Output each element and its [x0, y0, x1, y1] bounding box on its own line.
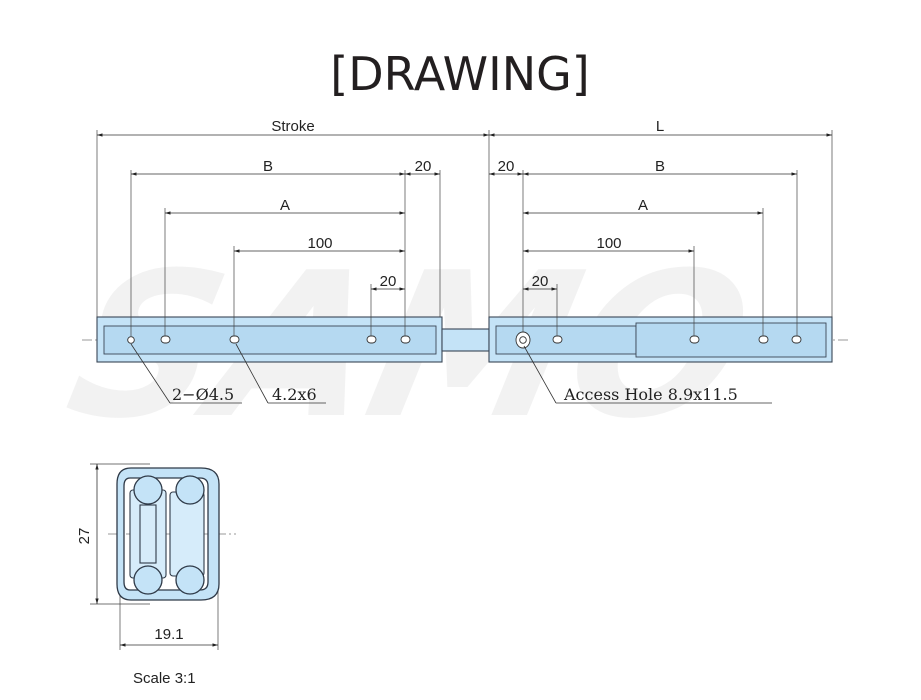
right-20-top-label: 20 — [498, 158, 515, 175]
height-dimension-label: 27 — [76, 528, 93, 545]
mount-slot — [791, 335, 802, 344]
left-100-label: 100 — [307, 235, 332, 252]
rail-side-view — [82, 316, 850, 363]
mount-hole — [519, 336, 527, 344]
cross-section-view — [90, 463, 236, 650]
right-20-inner-label: 20 — [532, 273, 549, 290]
scale-label: Scale 3:1 — [133, 670, 196, 687]
hole-diameter-callout: 2−Ø4.5 — [172, 385, 234, 404]
slot-size-callout: 4.2x6 — [272, 385, 317, 404]
left-b-label: B — [263, 158, 273, 175]
callout-leaders — [130, 343, 772, 404]
mount-slot — [689, 335, 700, 344]
access-hole-callout: Access Hole 8.9x11.5 — [563, 385, 738, 404]
right-100-label: 100 — [596, 235, 621, 252]
right-a-label: A — [638, 197, 648, 214]
page-title: [DRAWING] — [330, 47, 589, 101]
left-a-label: A — [280, 197, 290, 214]
left-rail-channel — [103, 325, 437, 355]
mount-slot — [400, 335, 411, 344]
left-20-top-label: 20 — [415, 158, 432, 175]
stroke-label: Stroke — [271, 118, 314, 135]
width-dimension-label: 19.1 — [154, 626, 183, 643]
mount-slot — [229, 335, 240, 344]
mount-slot — [758, 335, 769, 344]
mount-hole — [127, 336, 135, 344]
dimension-lines — [97, 133, 832, 291]
mount-slot — [366, 335, 377, 344]
middle-link-member — [441, 328, 490, 352]
left-20-inner-label: 20 — [380, 273, 397, 290]
mount-slot — [160, 335, 171, 344]
right-b-label: B — [655, 158, 665, 175]
mount-slot — [552, 335, 563, 344]
length-label: L — [656, 118, 664, 135]
